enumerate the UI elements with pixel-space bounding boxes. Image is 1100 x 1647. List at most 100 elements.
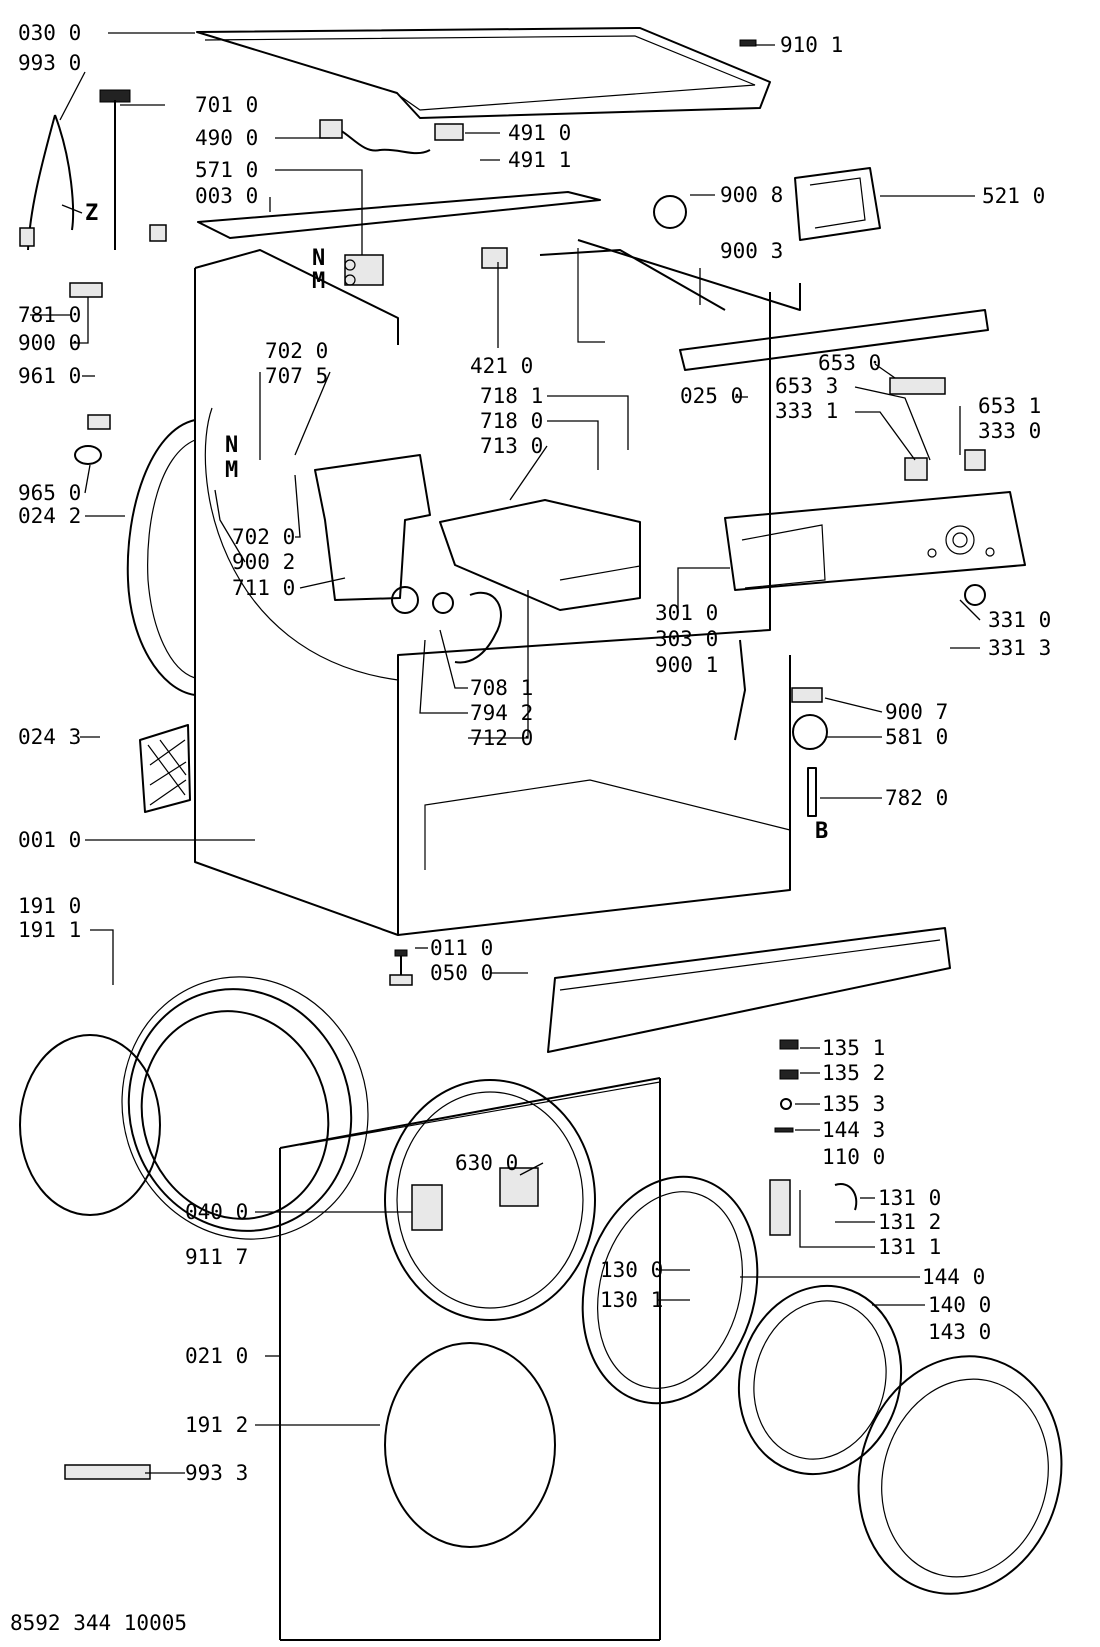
letter-b: B — [815, 819, 828, 844]
label-143-0: 143 0 — [928, 1320, 991, 1344]
dispenser-hose — [454, 591, 502, 664]
label-135-3: 135 3 — [822, 1092, 885, 1116]
label-030-0: 030 0 — [18, 21, 81, 45]
label-630-0: 630 0 — [455, 1151, 518, 1175]
rear-seal — [19, 976, 369, 1240]
label-130-0: 130 0 — [600, 1258, 663, 1282]
label-191-0: 191 0 — [18, 894, 81, 918]
label-001-0: 001 0 — [18, 828, 81, 852]
label-144-3: 144 3 — [822, 1118, 885, 1142]
cabinet-body — [194, 239, 801, 936]
service-tool — [64, 1464, 151, 1480]
adjustable-foot — [389, 949, 413, 986]
siphon — [99, 89, 167, 250]
letter-n-mid: N — [225, 433, 238, 458]
hose-clamp — [432, 592, 454, 614]
selector-bracket — [889, 377, 946, 395]
label-131-2: 131 2 — [878, 1210, 941, 1234]
label-712-0: 712 0 — [470, 726, 533, 750]
mains-cable — [329, 126, 431, 155]
label-581-0: 581 0 — [885, 725, 948, 749]
interference-filter — [481, 247, 508, 269]
label-702-0-top: 702 0 — [265, 339, 328, 363]
label-301-0: 301 0 — [655, 601, 718, 625]
electronic-module — [794, 167, 881, 241]
door-glass — [737, 1284, 903, 1476]
label-140-0: 140 0 — [928, 1293, 991, 1317]
label-713-0: 713 0 — [480, 434, 543, 458]
leader-lines — [30, 32, 981, 1474]
label-011-0: 011 0 — [430, 936, 493, 960]
document-number: 8592 344 10005 — [10, 1611, 187, 1635]
label-900-2: 900 2 — [232, 550, 295, 574]
top-cover — [196, 27, 771, 119]
label-024-3: 024 3 — [18, 725, 81, 749]
drain-hose-support — [87, 414, 111, 430]
label-110-0: 110 0 — [822, 1145, 885, 1169]
label-025-0: 025 0 — [680, 384, 743, 408]
front-panel — [279, 1077, 661, 1641]
label-794-2: 794 2 — [470, 701, 533, 725]
label-718-1: 718 1 — [480, 384, 543, 408]
control-panel — [724, 491, 1026, 591]
label-653-0: 653 0 — [818, 351, 881, 375]
inlet-hose — [19, 114, 74, 251]
label-708-1: 708 1 — [470, 676, 533, 700]
label-711-0: 711 0 — [232, 576, 295, 600]
screw-135-1 — [779, 1039, 799, 1050]
wiring-harness-rail — [539, 249, 726, 311]
rear-gasket — [126, 419, 196, 696]
door-hinge — [411, 1184, 443, 1231]
front-door-opening — [384, 1079, 596, 1548]
label-135-1: 135 1 — [822, 1036, 885, 1060]
label-021-0: 021 0 — [185, 1344, 248, 1368]
label-653-3: 653 3 — [775, 374, 838, 398]
control-panel-rail — [679, 309, 989, 371]
letter-n-top: N — [312, 246, 325, 271]
label-900-7: 900 7 — [885, 700, 948, 724]
label-702-0-bottom: 702 0 — [232, 525, 295, 549]
inner-door-frame — [581, 1175, 759, 1405]
label-331-3: 331 3 — [988, 636, 1051, 660]
label-701-0: 701 0 — [195, 93, 258, 117]
label-653-1: 653 1 — [978, 394, 1041, 418]
label-003-0: 003 0 — [195, 184, 258, 208]
label-333-0: 333 0 — [978, 419, 1041, 443]
label-781-0: 781 0 — [18, 303, 81, 327]
part-drawings — [19, 27, 1063, 1641]
pressure-switch — [792, 714, 828, 750]
label-900-3: 900 3 — [720, 239, 783, 263]
detergent-dispenser — [314, 454, 641, 614]
label-040-0: 040 0 — [185, 1200, 248, 1224]
label-521-0: 521 0 — [982, 184, 1045, 208]
cable-plug — [319, 119, 343, 139]
label-490-0: 490 0 — [195, 126, 258, 150]
filter-grille — [139, 724, 191, 813]
door-interlock — [499, 1167, 539, 1207]
label-707-5: 707 5 — [265, 364, 328, 388]
pressure-tube — [807, 767, 817, 817]
cable-clamp — [434, 123, 464, 141]
pressure-switch-connector — [791, 687, 823, 703]
strain-relief — [74, 445, 102, 465]
label-993-0: 993 0 — [18, 51, 81, 75]
door-handle — [769, 1179, 791, 1236]
screw-144-3 — [774, 1127, 794, 1133]
handle-spring — [834, 1183, 858, 1211]
outer-door-frame — [857, 1355, 1063, 1595]
label-333-1: 333 1 — [775, 399, 838, 423]
label-050-0: 050 0 — [430, 961, 493, 985]
label-965-0: 965 0 — [18, 481, 81, 505]
letter-m-top: M — [312, 269, 325, 294]
label-718-0: 718 0 — [480, 409, 543, 433]
door-lock-motor — [653, 195, 687, 229]
label-491-0: 491 0 — [508, 121, 571, 145]
label-331-0: 331 0 — [988, 608, 1051, 632]
inlet-valve — [344, 254, 384, 286]
label-421-0: 421 0 — [470, 354, 533, 378]
label-130-1: 130 1 — [600, 1288, 663, 1312]
label-911-7: 911 7 — [185, 1245, 248, 1269]
letter-z: Z — [85, 201, 98, 226]
switch-333-1 — [904, 457, 928, 481]
